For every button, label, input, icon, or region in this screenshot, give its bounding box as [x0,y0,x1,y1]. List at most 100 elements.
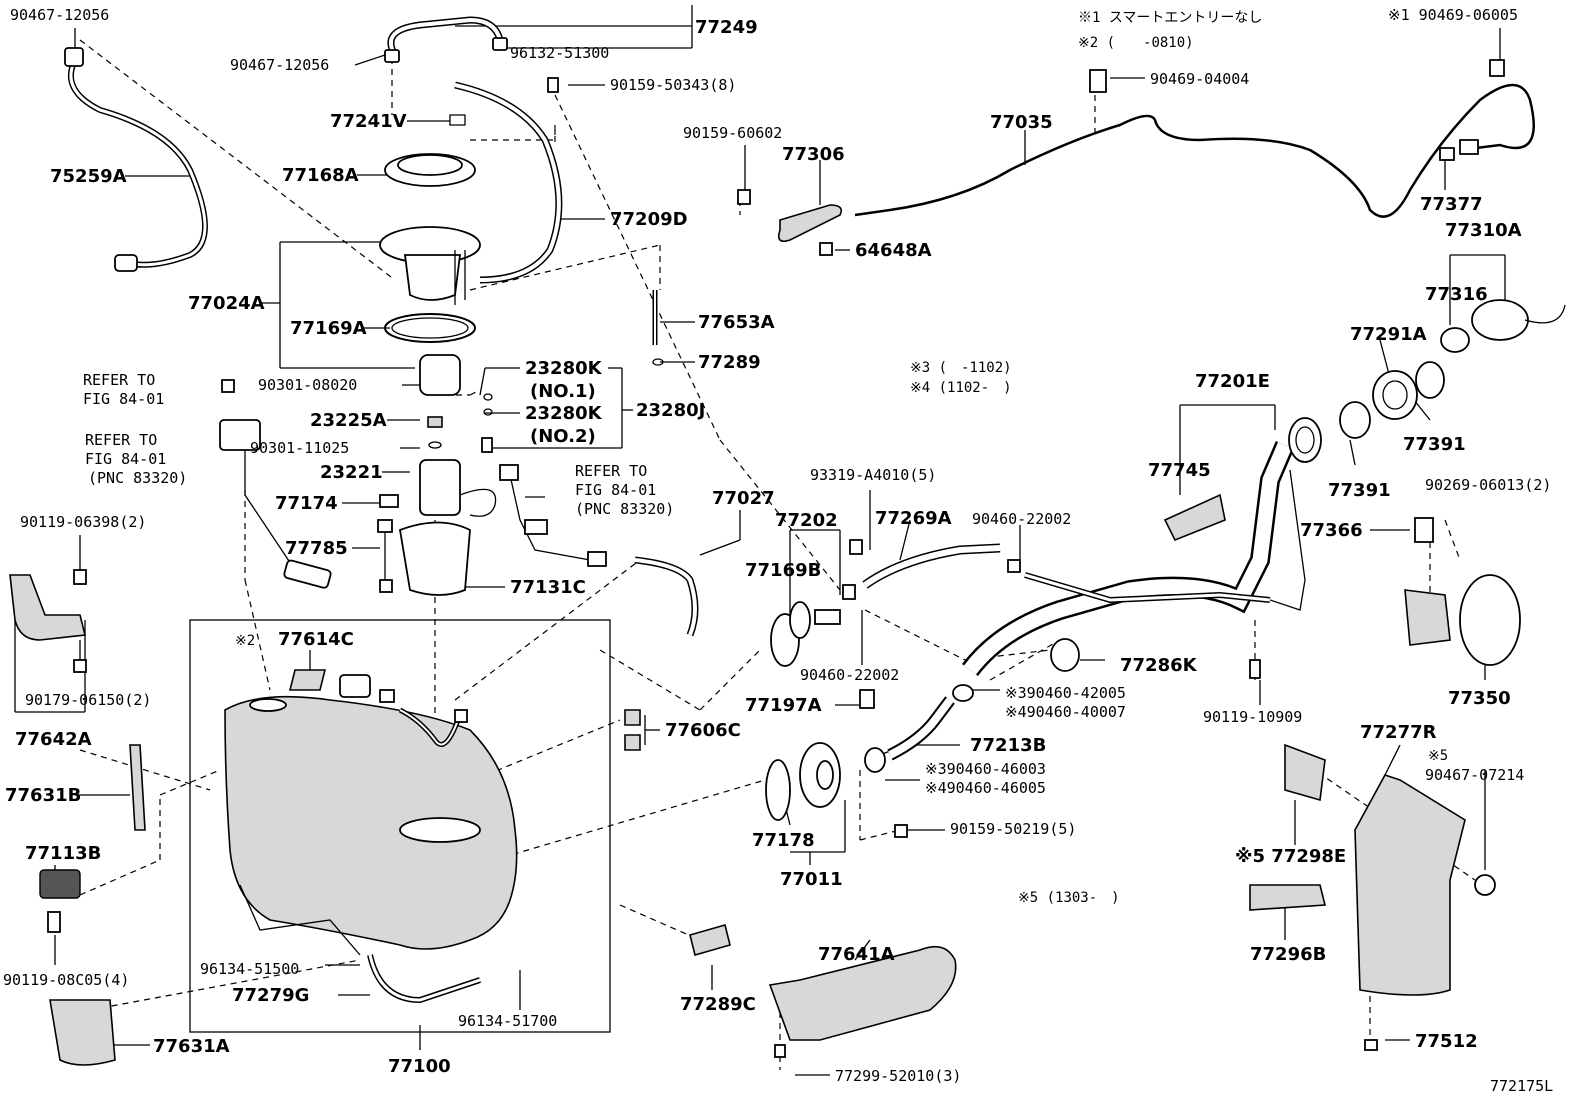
label-77169B: 77169B [745,560,821,581]
label-77197A: 77197A [745,695,822,716]
label-77241V: 77241V [330,111,407,132]
label-490460-46005: ※490460-46005 [925,779,1046,797]
label-77631B: 77631B [5,785,81,806]
label-77289C: 77289C [680,994,756,1015]
ref3-line3: (PNC 83320) [575,500,674,518]
part-labels: 90467-12056 90467-12056 77249 96132-5130… [3,6,1553,1095]
label-77641A: 77641A [818,944,895,965]
label-77209D: 77209D [610,209,688,230]
label-77299-52010: 77299-52010(3) [835,1067,961,1085]
label-77174: 77174 [275,493,338,514]
label-77169A: 77169A [290,318,367,339]
label-490460-40007: ※490460-40007 [1005,703,1126,721]
label-77310A: 77310A [1445,220,1522,241]
ref1-line1: REFER TO [83,371,155,389]
part-drawings [9,16,1566,1066]
label-77391-b: 77391 [1328,480,1391,501]
label-23280K-1-no: (NO.1) [530,381,596,402]
label-75259A: 75259A [50,166,127,187]
label-90469-04004: 90469-04004 [1150,70,1249,88]
note-2-marker: ※2 [235,633,255,649]
label-77653A: 77653A [698,312,775,333]
label-77631A: 77631A [153,1036,230,1057]
label-23280K-1: 23280K [525,358,603,379]
label-77011: 77011 [780,869,843,890]
label-90301-08020: 90301-08020 [258,376,357,394]
label-90159-60602: 90159-60602 [683,124,782,142]
label-90467-12056-b: 90467-12056 [230,56,329,74]
label-23280J: 23280J [636,400,705,421]
label-93319-A4010: 93319-A4010(5) [810,466,936,484]
label-77785: 77785 [285,538,348,559]
label-77745: 77745 [1148,460,1211,481]
label-77024A: 77024A [188,293,265,314]
ref2-line1: REFER TO [85,431,157,449]
fuel-tank-77100 [224,695,518,950]
label-90119-06398: 90119-06398(2) [20,513,146,531]
label-90467-12056-a: 90467-12056 [10,6,109,24]
label-77249: 77249 [695,17,758,38]
label-77035: 77035 [990,112,1053,133]
note-4: ※4 (1102- ) [910,380,1012,396]
label-23280K-2: 23280K [525,403,603,424]
label-390460-46003: ※390460-46003 [925,760,1046,778]
label-96132-51300: 96132-51300 [510,44,609,62]
label-23221: 23221 [320,462,383,483]
label-77512: 77512 [1415,1031,1478,1052]
label-77306: 77306 [782,144,845,165]
label-90159-50219: 90159-50219(5) [950,820,1076,838]
label-77316: 77316 [1425,284,1488,305]
label-77298E: ※5 77298E [1235,846,1346,867]
diagram-id: 772175L [1490,1077,1553,1095]
label-77027: 77027 [712,488,775,509]
label-90119-10909: 90119-10909 [1203,708,1302,726]
label-77377: 77377 [1420,194,1483,215]
label-77131C: 77131C [510,577,586,598]
ref2-line2: FIG 84-01 [85,450,166,468]
note-5: ※5 (1303- ) [1018,890,1120,906]
label-90460-22002-b: 90460-22002 [800,666,899,684]
label-77296B: 77296B [1250,944,1326,965]
label-96134-51500: 96134-51500 [200,960,299,978]
label-90179-06150: 90179-06150(2) [25,691,151,709]
label-77113B: 77113B [25,843,101,864]
label-77289: 77289 [698,352,761,373]
label-77202: 77202 [775,510,838,531]
label-77350: 77350 [1448,688,1511,709]
label-90301-11025: 90301-11025 [250,439,349,457]
ref3-line1: REFER TO [575,462,647,480]
label-390460-42005: ※390460-42005 [1005,684,1126,702]
label-77614C: 77614C [278,629,354,650]
label-90269-06013: 90269-06013(2) [1425,476,1551,494]
label-77168A: 77168A [282,165,359,186]
note-3: ※3 ( -1102) [910,360,1012,376]
label-23280K-2-no: (NO.2) [530,426,596,447]
label-77178: 77178 [752,830,815,851]
label-77391-a: 77391 [1403,434,1466,455]
frames [189,619,611,1033]
solid-leaders [14,5,1506,1076]
label-90460-22002-a: 90460-22002 [972,510,1071,528]
note-2: ※2 ( -0810) [1078,35,1194,51]
ref3-line2: FIG 84-01 [575,481,656,499]
label-77286K: 77286K [1120,655,1198,676]
label-90467-07214-note: ※5 [1428,748,1448,764]
note-1: ※1 スマートエントリーなし [1078,10,1262,26]
label-77279G: 77279G [232,985,309,1006]
label-77277R: 77277R [1360,722,1437,743]
label-90469-06005: ※1 90469-06005 [1388,6,1518,24]
label-64648A: 64648A [855,240,932,261]
label-77269A: 77269A [875,508,952,529]
ref2-line3: (PNC 83320) [88,469,187,487]
label-77100: 77100 [388,1056,451,1077]
ref1-line2: FIG 84-01 [83,390,164,408]
label-77201E: 77201E [1195,371,1270,392]
label-77291A: 77291A [1350,324,1427,345]
label-96134-51700: 96134-51700 [458,1012,557,1030]
label-77366: 77366 [1300,520,1363,541]
label-77213B: 77213B [970,735,1046,756]
label-77606C: 77606C [665,720,741,741]
label-77642A: 77642A [15,729,92,750]
label-23225A: 23225A [310,410,387,431]
